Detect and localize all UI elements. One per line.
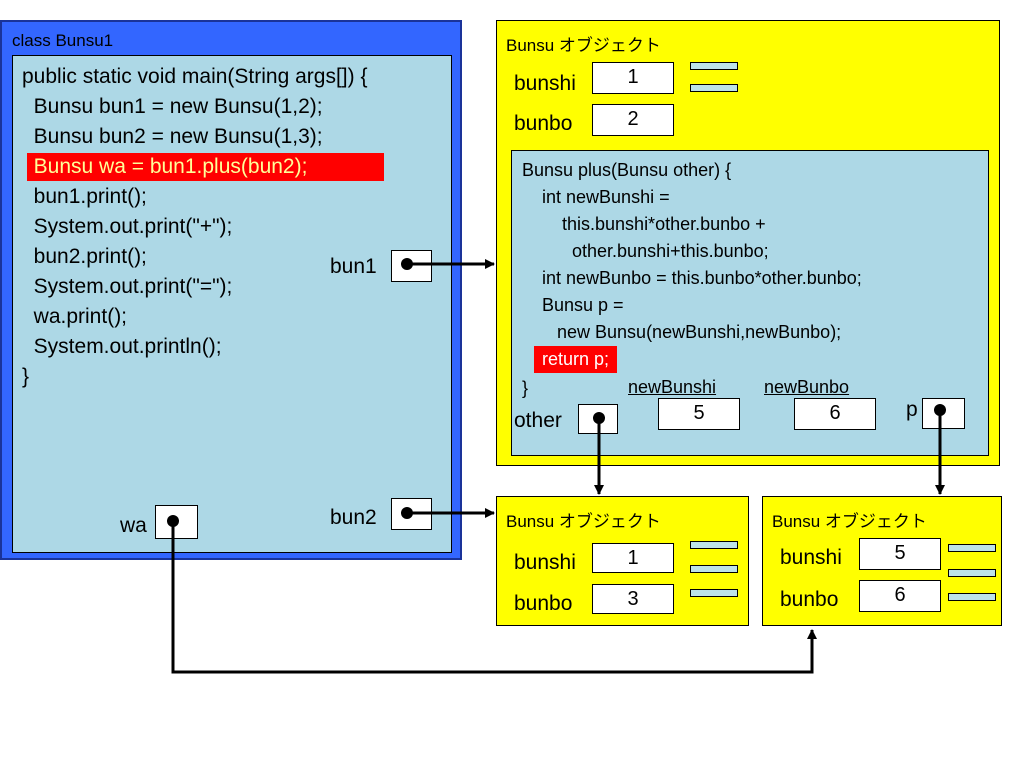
new-bunbo-value: 6 [794, 398, 876, 430]
object-bottom-left-method-bar [690, 541, 738, 549]
object-bottom-right-method-bar [948, 569, 996, 577]
object-bottom-left-method-bar [690, 589, 738, 597]
object-bottom-right-title: Bunsu オブジェクト [772, 512, 927, 531]
class-title: class Bunsu1 [12, 31, 114, 50]
object-bottom-right-bunbo-value: 6 [859, 580, 941, 612]
other-label: other [514, 409, 562, 432]
p-label: p [906, 398, 918, 421]
object-bottom-right-method-bar [948, 593, 996, 601]
object-bottom-left-bunbo-label: bunbo [514, 592, 573, 615]
object-bottom-right-bunshi-label: bunshi [780, 546, 842, 569]
object-bottom-right-bunbo-label: bunbo [780, 588, 839, 611]
main-line-3: Bunsu wa = bun1.plus(bun2); [22, 155, 308, 178]
main-line-8: wa.print(); [22, 305, 128, 328]
plus-line-6: new Bunsu(newBunshi,newBunbo); [522, 322, 842, 342]
var-bun2-label: bun2 [330, 506, 377, 529]
object-bottom-right-method-bar [948, 544, 996, 552]
plus-line-5: Bunsu p = [522, 295, 624, 315]
new-bunshi-value: 5 [658, 398, 740, 430]
object-bottom-left-bunbo-value: 3 [592, 584, 674, 614]
plus-line-close: } [522, 378, 529, 398]
object-bottom-left-title: Bunsu オブジェクト [506, 512, 661, 531]
object-top-bunbo-value: 2 [592, 104, 674, 136]
object-bottom-left-bunshi-value: 1 [592, 543, 674, 573]
main-highlight [27, 153, 384, 181]
main-line-6: bun2.print(); [22, 245, 147, 268]
object-top-bunbo-label: bunbo [514, 112, 573, 135]
plus-line-return: return p; [534, 346, 618, 373]
wa-arrow [171, 521, 817, 674]
object-bottom-left-method-bar [690, 565, 738, 573]
main-line-5: System.out.print("+"); [22, 215, 233, 238]
plus-line-0: Bunsu plus(Bunsu other) { [522, 160, 732, 180]
main-line-4: bun1.print(); [22, 185, 147, 208]
var-bun1-label: bun1 [330, 255, 377, 278]
object-top-bunshi-value: 1 [592, 62, 674, 94]
new-bunbo-label: newBunbo [764, 377, 850, 397]
plus-line-2: this.bunshi*other.bunbo + [522, 214, 766, 234]
main-method-panel [12, 55, 452, 553]
object-top-bunshi-label: bunshi [514, 72, 576, 95]
object-bottom-right-bunshi-value: 5 [859, 538, 941, 570]
main-line-9: System.out.println(); [22, 335, 222, 358]
new-bunshi-label: newBunshi [628, 377, 717, 397]
main-line-10: } [22, 365, 30, 388]
main-line-7: System.out.print("="); [22, 275, 233, 298]
object-bottom-left-bunshi-label: bunshi [514, 551, 576, 574]
var-wa-label: wa [120, 514, 147, 537]
object-top-method-bar [690, 84, 738, 92]
main-line-0: public static void main(String args[]) { [22, 65, 368, 88]
plus-line-3: other.bunshi+this.bunbo; [522, 241, 769, 261]
main-line-1: Bunsu bun1 = new Bunsu(1,2); [22, 95, 323, 118]
object-top-method-bar [690, 62, 738, 70]
object-top-title: Bunsu オブジェクト [506, 36, 661, 55]
plus-line-1: int newBunshi = [522, 187, 670, 207]
main-line-2: Bunsu bun2 = new Bunsu(1,3); [22, 125, 323, 148]
plus-line-4: int newBunbo = this.bunbo*other.bunbo; [522, 268, 862, 288]
